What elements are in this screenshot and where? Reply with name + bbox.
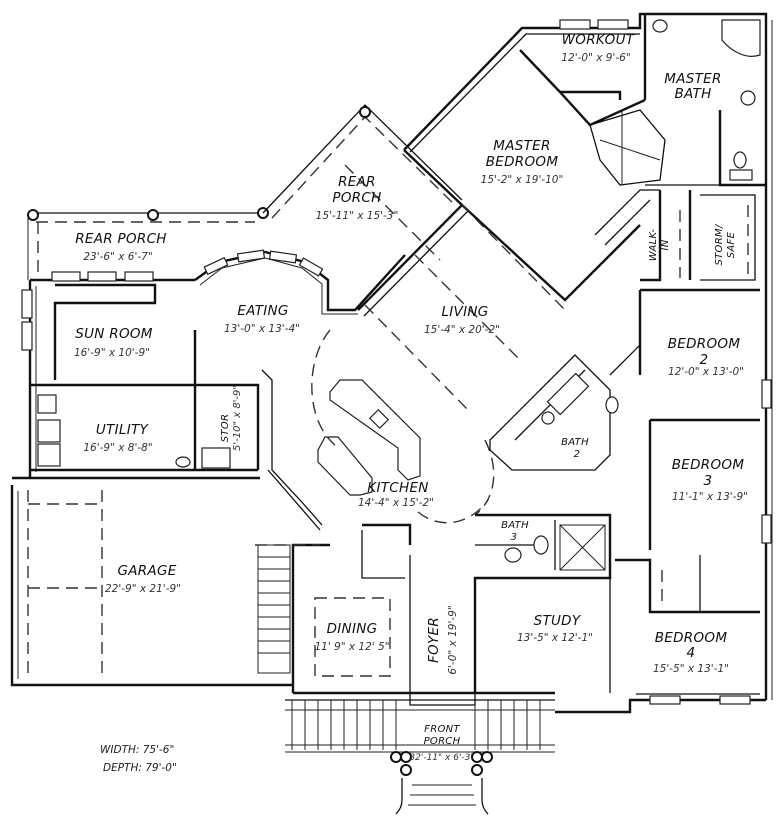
label-master-bath: MASTER BATH — [664, 71, 721, 102]
svg-text:3: 3 — [704, 473, 713, 489]
garage-stairs — [257, 544, 291, 674]
porch-column — [147, 209, 159, 221]
label-workout: WORKOUT 12'-0" x 9'-6" — [561, 32, 635, 64]
bath-2-block — [489, 354, 619, 471]
dryer — [37, 443, 61, 467]
svg-text:16'-9" x 10'-9": 16'-9" x 10'-9" — [74, 347, 150, 359]
label-dining: DINING 11' 9" x 12' 5" — [314, 621, 389, 653]
porch-column — [27, 209, 39, 221]
svg-text:WIDTH: 75'-6": WIDTH: 75'-6" — [100, 744, 174, 756]
svg-text:MASTER: MASTER — [493, 138, 550, 154]
svg-text:23'-6" x 6'-7": 23'-6" x 6'-7" — [83, 251, 152, 263]
svg-text:STORM/: STORM/ — [714, 223, 725, 265]
plan-summary: WIDTH: 75'-6" DEPTH: 79'-0" — [100, 744, 177, 774]
svg-text:BEDROOM: BEDROOM — [668, 336, 741, 352]
svg-text:BEDROOM: BEDROOM — [486, 154, 559, 170]
svg-text:SUN ROOM: SUN ROOM — [75, 326, 153, 342]
label-eating: EATING 13'-0" x 13'-4" — [224, 303, 300, 335]
svg-text:IN: IN — [660, 239, 671, 250]
svg-text:12'-0" x 13'-0": 12'-0" x 13'-0" — [668, 366, 744, 378]
label-bath-3: BATH 3 — [501, 520, 529, 543]
svg-text:LIVING: LIVING — [441, 304, 488, 320]
svg-text:REAR: REAR — [338, 174, 376, 190]
svg-text:BEDROOM: BEDROOM — [672, 457, 745, 473]
label-bath-2: BATH 2 — [561, 437, 589, 460]
svg-text:FOYER: FOYER — [426, 617, 442, 663]
svg-text:WALK-: WALK- — [648, 229, 659, 262]
svg-text:BATH: BATH — [561, 437, 589, 448]
room-labels: REAR PORCH 23'-6" x 6'-7" REAR PORCH 15'… — [74, 32, 748, 774]
svg-text:11'-1" x 13'-9": 11'-1" x 13'-9" — [672, 491, 748, 503]
svg-text:WORKOUT: WORKOUT — [562, 32, 636, 48]
svg-text:KITCHEN: KITCHEN — [367, 480, 428, 496]
label-living: LIVING 15'-4" x 20'-2" — [424, 304, 500, 336]
svg-text:13'-0" x 13'-4": 13'-0" x 13'-4" — [224, 323, 300, 335]
label-stor: STOR 5'-10" x 8'-9" — [220, 385, 243, 451]
label-walk-in: WALK- IN — [648, 229, 671, 262]
svg-text:SAFE: SAFE — [726, 231, 737, 258]
label-kitchen: KITCHEN 14'-4" x 15'-2" — [358, 480, 434, 509]
kitchen-island — [317, 379, 421, 496]
svg-text:12'-0" x 9'-6": 12'-0" x 9'-6" — [561, 52, 630, 64]
svg-text:11' 9" x 12' 5": 11' 9" x 12' 5" — [314, 641, 389, 653]
svg-text:14'-4" x 15'-2": 14'-4" x 15'-2" — [358, 497, 434, 509]
svg-text:2: 2 — [700, 352, 709, 368]
svg-text:15'-4" x 20'-2": 15'-4" x 20'-2" — [424, 324, 500, 336]
label-front-porch: FRONT PORCH 32'-11" x 6'-3" — [409, 724, 474, 763]
svg-text:15'-5" x 13'-1": 15'-5" x 13'-1" — [653, 663, 729, 675]
svg-text:BATH: BATH — [674, 86, 711, 102]
svg-text:PORCH: PORCH — [332, 190, 381, 206]
svg-text:STOR: STOR — [220, 414, 231, 442]
label-rear-porch-left: REAR PORCH 23'-6" x 6'-7" — [75, 231, 167, 263]
label-rear-porch-angled: REAR PORCH 15'-11" x 15'-3" — [316, 174, 399, 222]
label-foyer: FOYER 6'-0" x 19'-9" — [426, 605, 459, 674]
svg-text:3: 3 — [511, 532, 518, 543]
svg-text:DINING: DINING — [327, 621, 378, 637]
svg-text:16'-9" x 8'-8": 16'-9" x 8'-8" — [83, 442, 152, 454]
svg-text:FRONT: FRONT — [424, 724, 460, 735]
porch-column — [359, 106, 371, 118]
exterior-walls — [10, 12, 773, 714]
washer — [37, 419, 61, 443]
svg-text:6'-0" x 19'-9": 6'-0" x 19'-9" — [447, 605, 459, 674]
svg-text:32'-11" x 6'-3": 32'-11" x 6'-3" — [409, 753, 474, 763]
svg-text:BEDROOM: BEDROOM — [655, 630, 728, 646]
label-bedroom-3: BEDROOM 3 11'-1" x 13'-9" — [672, 457, 748, 503]
svg-text:2: 2 — [574, 449, 581, 460]
label-utility: UTILITY 16'-9" x 8'-8" — [83, 422, 152, 454]
svg-text:22'-9" x 21'-9": 22'-9" x 21'-9" — [105, 583, 181, 595]
svg-text:13'-5" x 12'-1": 13'-5" x 12'-1" — [517, 632, 593, 644]
svg-text:REAR PORCH: REAR PORCH — [75, 231, 167, 247]
label-storm-safe: STORM/ SAFE — [714, 223, 737, 265]
svg-text:UTILITY: UTILITY — [96, 422, 150, 438]
svg-text:BATH: BATH — [501, 520, 529, 531]
svg-text:4: 4 — [687, 645, 696, 661]
svg-text:GARAGE: GARAGE — [117, 563, 176, 579]
svg-text:5'-10" x 8'-9": 5'-10" x 8'-9" — [232, 385, 243, 451]
front-porch — [285, 693, 555, 815]
svg-text:PORCH: PORCH — [424, 736, 461, 747]
corner-tub — [721, 19, 761, 57]
label-study: STUDY 13'-5" x 12'-1" — [517, 613, 593, 644]
svg-text:DEPTH: 79'-0": DEPTH: 79'-0" — [103, 762, 177, 774]
utility-sink — [37, 394, 57, 414]
rear-porch-angled — [262, 104, 463, 261]
svg-text:STUDY: STUDY — [534, 613, 582, 629]
label-bedroom-4: BEDROOM 4 15'-5" x 13'-1" — [653, 630, 729, 675]
label-bedroom-2: BEDROOM 2 12'-0" x 13'-0" — [668, 336, 744, 378]
label-sun-room: SUN ROOM 16'-9" x 10'-9" — [74, 326, 153, 359]
svg-text:EATING: EATING — [237, 303, 288, 319]
svg-text:15'-2" x 19'-10": 15'-2" x 19'-10" — [481, 174, 564, 186]
svg-text:15'-11" x 15'-3": 15'-11" x 15'-3" — [316, 210, 399, 222]
interior-walls — [30, 14, 766, 693]
label-master-bedroom: MASTER BEDROOM 15'-2" x 19'-10" — [481, 138, 564, 186]
svg-text:MASTER: MASTER — [664, 71, 721, 87]
label-garage: GARAGE 22'-9" x 21'-9" — [105, 563, 181, 595]
